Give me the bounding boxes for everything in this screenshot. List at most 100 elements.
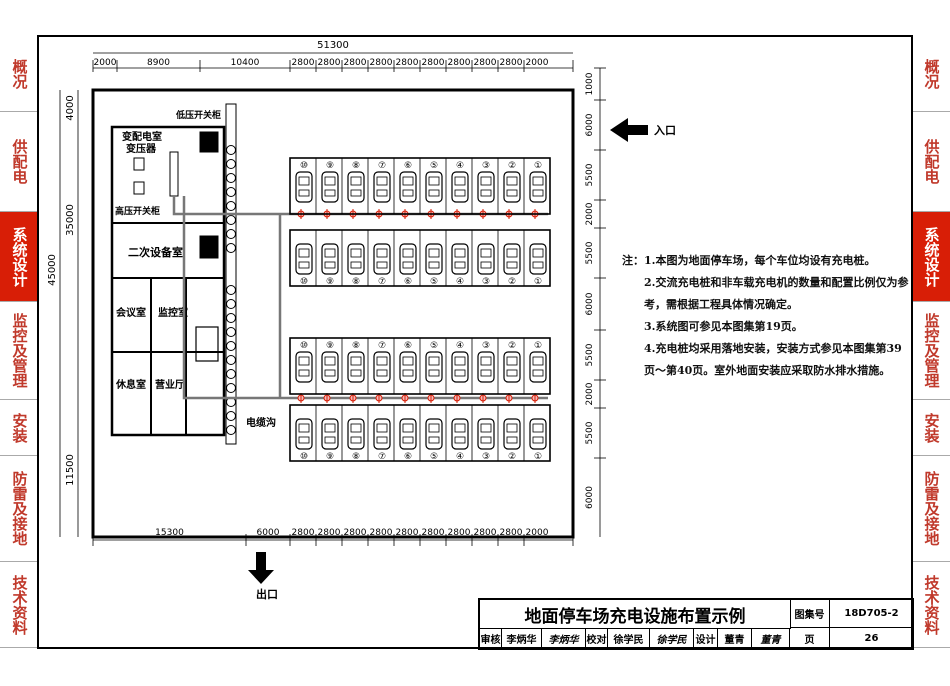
- page-number: 26: [830, 628, 914, 650]
- room-high-voltage: 高压开关柜: [115, 205, 160, 217]
- sidebar-tab-power-supply[interactable]: 供配电: [0, 112, 38, 212]
- stall-number: ④: [456, 161, 464, 171]
- stall-number: ④: [456, 341, 464, 351]
- stall-number: ⑨: [326, 341, 334, 351]
- parking-stall: ④: [445, 230, 469, 287]
- sidebar-tab-lightning[interactable]: 防雷及接地: [0, 456, 38, 562]
- stall-number: ⑤: [430, 452, 438, 462]
- stall-number: ③: [482, 341, 490, 351]
- room-substation: 变配电室: [122, 130, 162, 143]
- stall-number: ⑤: [430, 277, 438, 287]
- parking-stall: ③: [471, 338, 495, 394]
- stall-number: ③: [482, 161, 490, 171]
- dim-top-seg: 10400: [231, 58, 260, 68]
- sidebar-tab-system-design-right[interactable]: 系统设计: [912, 212, 950, 302]
- stall-number: ③: [482, 452, 490, 462]
- dim-top-seg: 2800: [344, 58, 367, 68]
- parking-stall: ⑤: [419, 230, 443, 287]
- stall-number: ⑦: [378, 277, 386, 287]
- left-sidebar: 概况 供配电 系统设计 监控及管理 安装 防雷及接地 技术资料: [0, 36, 38, 648]
- stall-number: ④: [456, 452, 464, 462]
- right-sidebar: 概况 供配电 系统设计 监控及管理 安装 防雷及接地 技术资料: [912, 36, 950, 648]
- sidebar-tab-technical-right[interactable]: 技术资料: [912, 562, 950, 648]
- parking-stall: ③: [471, 405, 495, 462]
- design-label: 设计: [694, 628, 718, 650]
- sidebar-tab-lightning-right[interactable]: 防雷及接地: [912, 456, 950, 562]
- stall-number: ①: [534, 341, 542, 351]
- parking-stall: ⑨: [315, 338, 339, 394]
- exit-label: 出口: [256, 587, 278, 601]
- parking-stall: ⑦: [367, 405, 391, 462]
- room-monitor: 监控室: [158, 306, 188, 319]
- sidebar-tab-technical[interactable]: 技术资料: [0, 562, 38, 648]
- parking-stall: ②: [497, 230, 521, 287]
- dim-right-seg: 5500: [585, 421, 595, 444]
- parking-stall: ⑨: [315, 405, 339, 462]
- parking-stall: ⑧: [341, 158, 365, 214]
- dim-top-seg: 2000: [94, 58, 117, 68]
- notes-list: 1.本图为地面停车场，每个车位均设有充电桩。 2.交流充电桩和非车载充电机的数量…: [622, 250, 912, 382]
- stall-number: ②: [508, 277, 516, 287]
- parking-stall: ①: [523, 158, 547, 214]
- stall-number: ②: [508, 341, 516, 351]
- dim-left-seg-2: 35000: [65, 204, 76, 236]
- dim-bottom-seg: 2800: [396, 528, 419, 538]
- dim-top-seg: 2800: [292, 58, 315, 68]
- sidebar-tab-power-supply-right[interactable]: 供配电: [912, 112, 950, 212]
- parking-stall: ①: [523, 405, 547, 462]
- title-block: 地面停车场充电设施布置示例 图集号 18D705-2 审核 李炳华 李炳华 校对…: [478, 598, 914, 650]
- parking-stall: ⑦: [367, 338, 391, 394]
- reviewer-name: 李炳华: [502, 628, 542, 650]
- stall-number: ①: [534, 161, 542, 171]
- stall-number: ①: [534, 452, 542, 462]
- dim-left-total: 45000: [47, 254, 58, 286]
- parking-stall: ②: [497, 158, 521, 214]
- stall-number: ⑩: [300, 277, 308, 287]
- stall-number: ⑧: [352, 452, 360, 462]
- sheet-frame: [37, 35, 913, 649]
- page-label: 页: [790, 628, 830, 650]
- dim-bottom-seg: 15300: [155, 528, 184, 538]
- charger-markers: [297, 209, 539, 403]
- sidebar-tab-installation[interactable]: 安装: [0, 400, 38, 456]
- dim-bottom-seg: 2800: [344, 528, 367, 538]
- dim-bottom-seg: 6000: [257, 528, 280, 538]
- sidebar-tab-monitoring[interactable]: 监控及管理: [0, 302, 38, 400]
- sidebar-tab-monitoring-right[interactable]: 监控及管理: [912, 302, 950, 400]
- dim-top-seg: 8900: [147, 58, 170, 68]
- stall-number: ⑤: [430, 341, 438, 351]
- stall-number: ⑧: [352, 341, 360, 351]
- sidebar-tab-installation-right[interactable]: 安装: [912, 400, 950, 456]
- sidebar-tab-overview[interactable]: 概况: [0, 36, 38, 112]
- parking-stall: ⑤: [419, 158, 443, 214]
- stall-number: ⑩: [300, 452, 308, 462]
- charger-marker: [505, 393, 513, 403]
- stall-number: ⑧: [352, 277, 360, 287]
- stall-number: ⑥: [404, 161, 412, 171]
- room-rest: 休息室: [115, 378, 146, 391]
- dim-top-seg: 2800: [500, 58, 523, 68]
- charger-marker: [427, 393, 435, 403]
- entrance-label: 入口: [654, 124, 676, 137]
- sidebar-tab-overview-right[interactable]: 概况: [912, 36, 950, 112]
- dim-top-seg: 2800: [370, 58, 393, 68]
- parking-stall: ⑥: [393, 230, 417, 287]
- stall-number: ⑥: [404, 452, 412, 462]
- dim-right-seg: 1000: [585, 72, 595, 95]
- sidebar-tab-system-design[interactable]: 系统设计: [0, 212, 38, 302]
- reviewer-signature: 李炳华: [542, 628, 586, 650]
- stall-number: ⑨: [326, 161, 334, 171]
- parking-stall: ⑩: [289, 338, 313, 394]
- parking-stall: ⑩: [289, 158, 313, 214]
- stall-number: ⑤: [430, 161, 438, 171]
- cable-trench-label: 电缆沟: [246, 416, 276, 429]
- parking-stall: ②: [497, 338, 521, 394]
- room-secondary: 二次设备室: [128, 245, 183, 259]
- parking-stall: ⑦: [367, 230, 391, 287]
- dim-bottom-seg: 2800: [422, 528, 445, 538]
- parking-stall: ④: [445, 405, 469, 462]
- parking-stall: ②: [497, 405, 521, 462]
- notes-lead: 注：: [622, 254, 644, 267]
- dim-right-seg: 2000: [585, 202, 595, 225]
